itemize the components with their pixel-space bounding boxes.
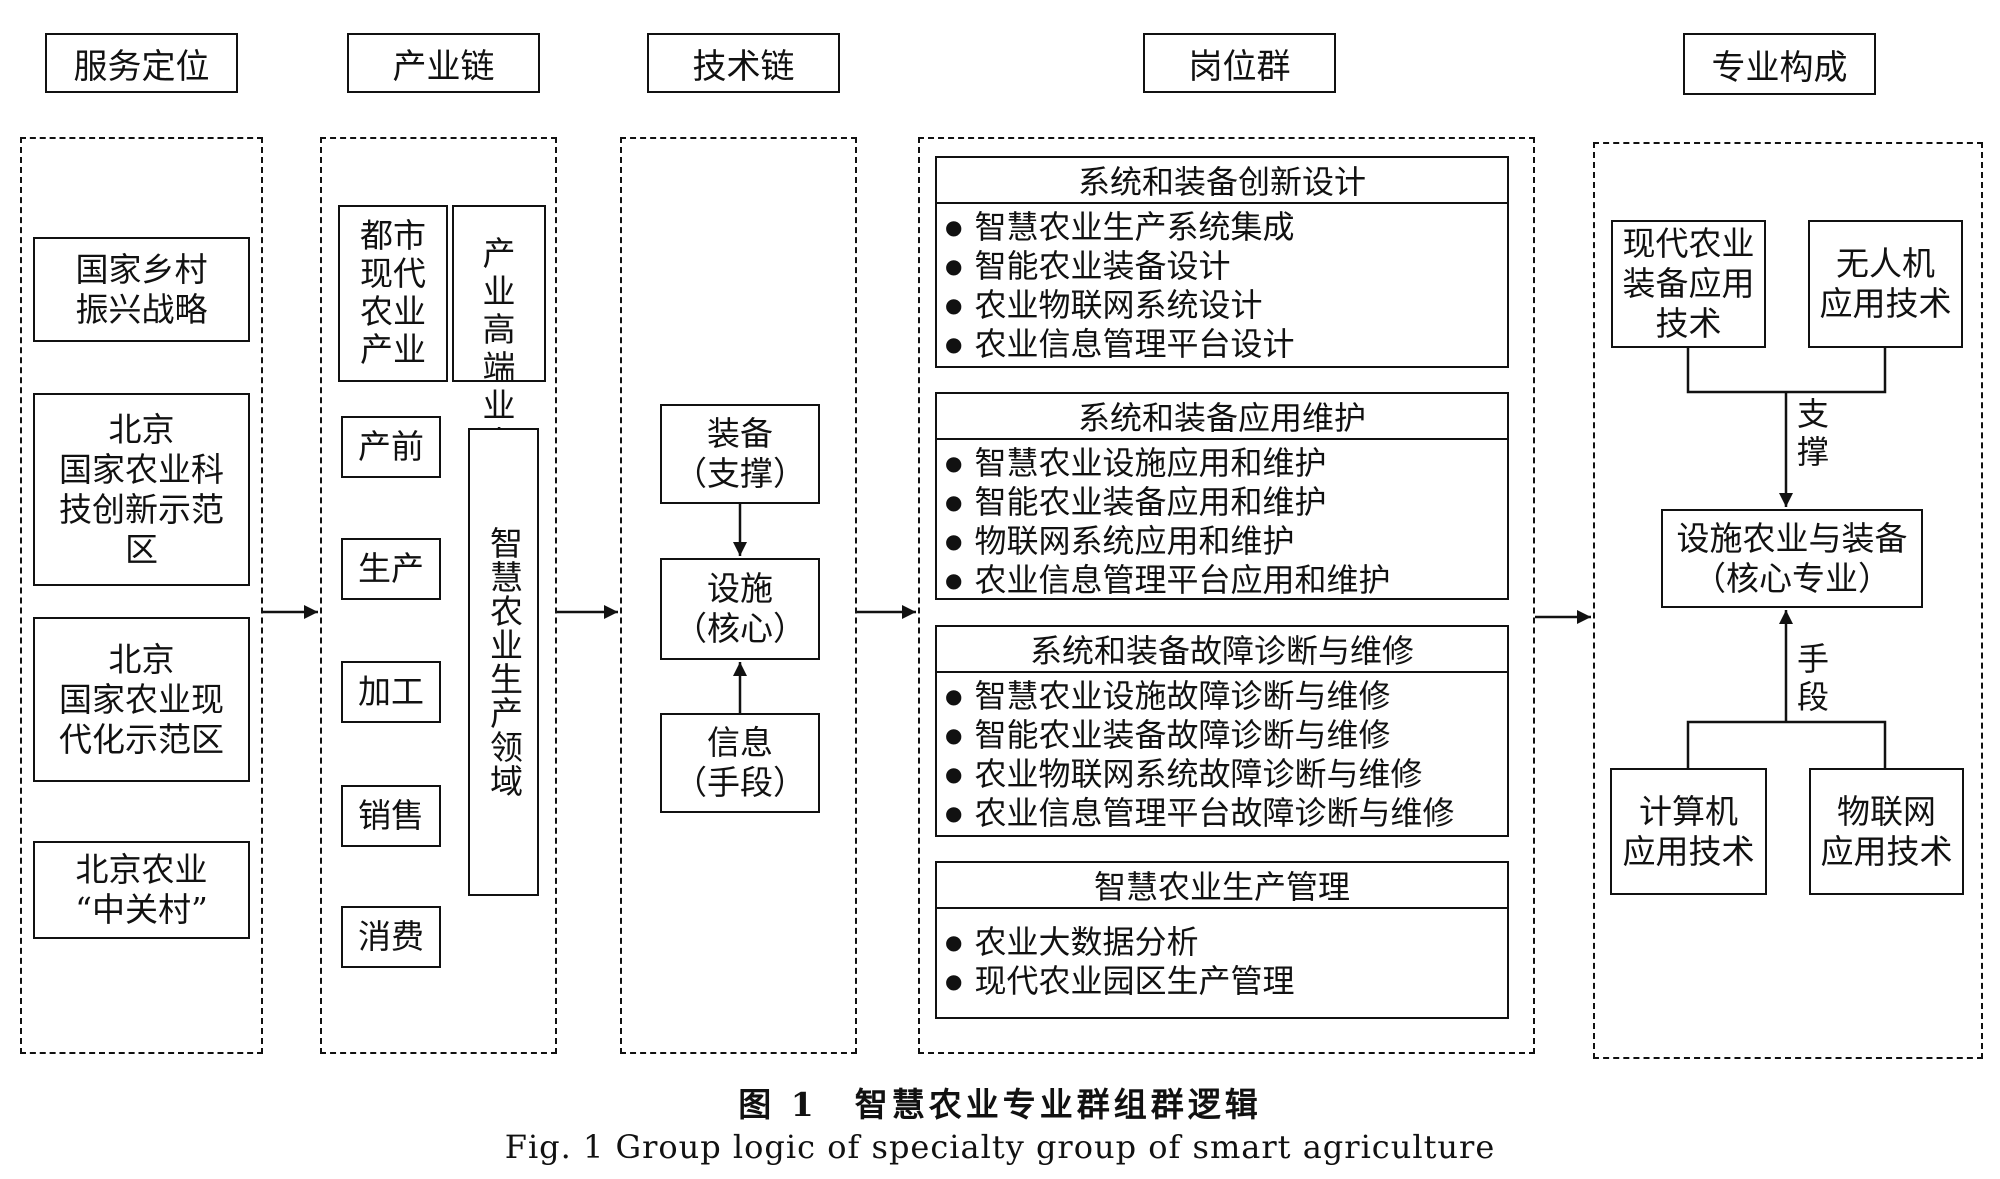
- industry-stage-production: 生产: [341, 538, 441, 600]
- major-box-uav: 无人机 应用技术: [1808, 220, 1963, 348]
- job-item-list: 智慧农业设施应用和维护 智能农业装备应用和维护 物联网系统应用和维护 农业信息管…: [937, 440, 1507, 600]
- job-item: 农业信息管理平台设计: [945, 325, 1507, 364]
- industry-stage-consumption: 消费: [341, 906, 441, 968]
- job-item: 智慧农业生产系统集成: [945, 208, 1507, 247]
- header-service-positioning: 服务定位: [45, 33, 238, 93]
- service-column: [20, 137, 263, 1054]
- jobs-column: [918, 137, 1535, 1054]
- service-item-label: 北京农业 “中关村”: [75, 850, 208, 929]
- job-item: 智能农业装备设计: [945, 247, 1507, 286]
- major-box-iot: 物联网 应用技术: [1809, 768, 1964, 895]
- figure-caption-en: Fig. 1 Group logic of specialty group of…: [504, 1128, 1496, 1166]
- tech-box-equipment: 装备 （支撑）: [660, 404, 820, 504]
- industry-stage-pre-production: 产前: [341, 416, 441, 478]
- header-tech-chain: 技术链: [647, 33, 840, 93]
- service-box-tech-innovation-zone: 北京 国家农业科 技创新示范 区: [33, 393, 250, 586]
- job-item-list: 智慧农业设施故障诊断与维修 智能农业装备故障诊断与维修 农业物联网系统故障诊断与…: [937, 673, 1507, 833]
- industry-column: [320, 137, 557, 1054]
- job-item: 农业信息管理平台应用和维护: [945, 561, 1507, 600]
- major-box-modern-equipment: 现代农业 装备应用 技术: [1611, 220, 1766, 348]
- job-item: 物联网系统应用和维护: [945, 522, 1507, 561]
- header-major-composition: 专业构成: [1683, 33, 1876, 95]
- service-box-zhongguancun: 北京农业 “中关村”: [33, 841, 250, 939]
- tech-box-facility: 设施 （核心）: [660, 558, 820, 660]
- header-job-cluster: 岗位群: [1143, 33, 1336, 93]
- service-item-label: 北京 国家农业现 代化示范区: [59, 639, 224, 759]
- major-box-core-facility-agriculture: 设施农业与装备 （核心专业）: [1661, 509, 1923, 608]
- major-computer-label: 计算机 应用技术: [1622, 791, 1755, 871]
- job-item: 农业大数据分析: [945, 923, 1507, 962]
- industry-stage-sales: 销售: [341, 785, 441, 847]
- major-iot-label: 物联网 应用技术: [1820, 791, 1953, 871]
- service-box-rural-revitalization: 国家乡村 振兴战略: [33, 237, 250, 342]
- job-item-list: 智慧农业生产系统集成 智能农业装备设计 农业物联网系统设计 农业信息管理平台设计: [937, 204, 1507, 364]
- industry-stage-processing: 加工: [341, 661, 441, 723]
- header-majors-label: 专业构成: [1711, 47, 1848, 88]
- job-item: 农业物联网系统设计: [945, 286, 1507, 325]
- header-jobs-label: 岗位群: [1188, 46, 1291, 87]
- tech-equipment-label: 装备 （支撑）: [674, 414, 806, 493]
- tech-box-information: 信息 （手段）: [660, 713, 820, 813]
- service-item-label: 北京 国家农业科 技创新示范 区: [59, 409, 224, 569]
- job-group-title: 智慧农业生产管理: [937, 863, 1507, 909]
- industry-stage-label: 加工: [358, 672, 424, 711]
- major-box-computer: 计算机 应用技术: [1610, 768, 1767, 895]
- header-industry-chain: 产业链: [347, 33, 540, 93]
- job-group-production-management: 智慧农业生产管理 农业大数据分析 现代农业园区生产管理: [935, 861, 1509, 1019]
- job-group-application-maintenance: 系统和装备应用维护 智慧农业设施应用和维护 智能农业装备应用和维护 物联网系统应…: [935, 392, 1509, 600]
- job-group-innovation-design: 系统和装备创新设计 智慧农业生产系统集成 智能农业装备设计 农业物联网系统设计 …: [935, 156, 1509, 368]
- job-group-title: 系统和装备应用维护: [937, 394, 1507, 440]
- header-tech-label: 技术链: [692, 46, 795, 87]
- industry-stage-label: 产前: [358, 427, 424, 466]
- job-group-title: 系统和装备创新设计: [937, 158, 1507, 204]
- job-item: 智慧农业设施应用和维护: [945, 444, 1507, 483]
- job-item-list: 农业大数据分析 现代农业园区生产管理: [937, 909, 1507, 1001]
- means-connector: [1686, 720, 1887, 768]
- service-item-label: 国家乡村 振兴战略: [75, 249, 208, 329]
- industry-domain-label: 智慧农业生产领域: [484, 526, 524, 798]
- service-box-modernization-zone: 北京 国家农业现 代化示范区: [33, 617, 250, 782]
- tech-facility-label: 设施 （核心）: [674, 569, 806, 648]
- means-label: 手 段: [1797, 640, 1830, 716]
- major-core-label: 设施农业与装备 （核心专业）: [1676, 518, 1908, 598]
- job-item: 农业物联网系统故障诊断与维修: [945, 755, 1507, 794]
- job-item: 农业信息管理平台故障诊断与维修: [945, 794, 1507, 833]
- job-item: 智慧农业设施故障诊断与维修: [945, 677, 1507, 716]
- industry-box-smart-agriculture-domain: 智慧农业生产领域: [468, 428, 539, 896]
- majors-column: [1593, 142, 1983, 1059]
- job-group-fault-diagnosis: 系统和装备故障诊断与维修 智慧农业设施故障诊断与维修 智能农业装备故障诊断与维修…: [935, 625, 1509, 837]
- tech-info-label: 信息 （手段）: [674, 723, 806, 802]
- header-industry-label: 产业链: [392, 46, 495, 87]
- industry-stage-label: 生产: [358, 549, 424, 588]
- tech-column: [620, 137, 857, 1054]
- industry-stage-label: 消费: [358, 917, 424, 956]
- support-connector: [1686, 348, 1887, 394]
- industry-box-urban-agriculture: 都市现代农业产业: [338, 205, 448, 382]
- major-uav-label: 无人机 应用技术: [1819, 244, 1952, 323]
- job-item: 智能农业装备应用和维护: [945, 483, 1507, 522]
- major-modern-equip-label: 现代农业 装备应用 技术: [1622, 224, 1755, 343]
- industry-stage-label: 销售: [358, 796, 424, 835]
- job-group-title: 系统和装备故障诊断与维修: [937, 627, 1507, 673]
- industry-box-high-end: 产业高端业态: [452, 205, 546, 463]
- figure-caption-cn: 图 1 智慧农业专业群组群逻辑: [738, 1085, 1262, 1124]
- industry-urban-label: 都市现代农业产业: [360, 216, 426, 369]
- job-item: 智能农业装备故障诊断与维修: [945, 716, 1507, 755]
- support-label: 支 撑: [1797, 395, 1830, 471]
- job-item: 现代农业园区生产管理: [945, 962, 1507, 1001]
- header-service-label: 服务定位: [73, 46, 210, 87]
